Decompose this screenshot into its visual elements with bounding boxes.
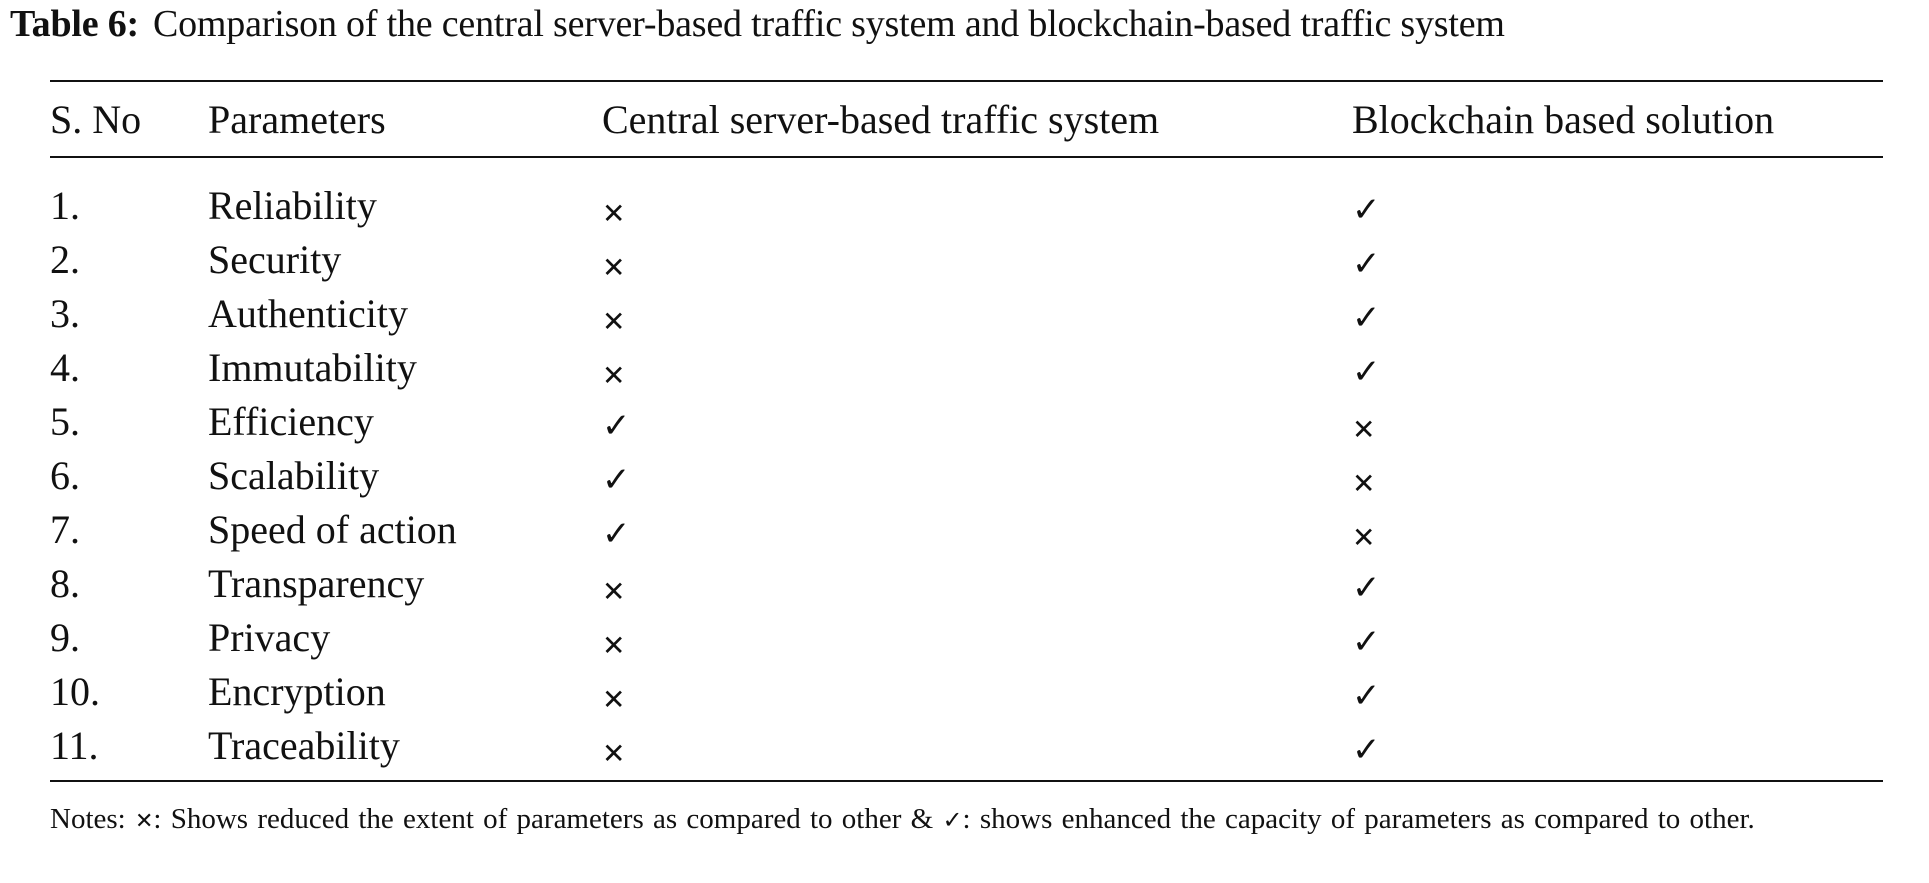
cross-icon: ✕: [1352, 520, 1376, 554]
cell-central-mark: ✕: [602, 340, 1352, 394]
table-row: 10. Encryption ✕ ✓: [50, 664, 1883, 718]
cross-icon: ✕: [602, 196, 626, 230]
cell-central-mark: ✕: [602, 286, 1352, 340]
table-row: 6. Scalability ✓ ✕: [50, 448, 1883, 502]
table-row: 9. Privacy ✕ ✓: [50, 610, 1883, 664]
cell-parameter: Traceability: [208, 718, 602, 782]
cell-blockchain-mark: ✓: [1352, 286, 1883, 340]
header-row: S. No Parameters Central server-based tr…: [50, 81, 1883, 157]
check-icon: ✓: [602, 459, 631, 500]
cell-parameter: Authenticity: [208, 290, 408, 336]
cell-central-mark: ✕: [602, 664, 1352, 718]
check-icon: ✓: [1352, 567, 1381, 608]
cell-parameter: Privacy: [208, 614, 331, 660]
notes-prefix: Notes:: [50, 803, 126, 835]
caption-text: Comparison of the central server-based t…: [152, 3, 1505, 45]
check-icon: ✓: [602, 513, 631, 554]
cross-icon: ✕: [602, 574, 626, 608]
check-icon: ✓: [602, 405, 631, 446]
cell-blockchain-mark: ✕: [1352, 448, 1883, 502]
cell-blockchain-mark: ✓: [1352, 610, 1883, 664]
cell-central-mark: ✓: [602, 448, 1352, 502]
cell-sno: 5.: [50, 398, 80, 444]
cell-blockchain-mark: ✓: [1352, 232, 1883, 286]
cell-blockchain-mark: ✓: [1352, 178, 1883, 232]
cell-central-mark: ✕: [602, 232, 1352, 286]
cross-icon: ✕: [602, 358, 626, 392]
cell-blockchain-mark: ✕: [1352, 502, 1883, 556]
table-spacer: [50, 157, 1883, 178]
comparison-table-container: S. No Parameters Central server-based tr…: [50, 80, 1883, 782]
table-body: 1. Reliability ✕ ✓ 2. Security ✕ ✓ 3. Authenticit…: [50, 157, 1883, 782]
cross-icon: ✕: [1352, 466, 1376, 500]
notes-check-text: : shows enhanced the capacity of paramet…: [962, 803, 1755, 835]
header-blockchain: Blockchain based solution: [1352, 96, 1775, 142]
cell-sno: 10.: [50, 668, 100, 714]
cell-parameter: Transparency: [208, 560, 425, 606]
table-row: 7. Speed of action ✓ ✕: [50, 502, 1883, 556]
table-row: 3. Authenticity ✕ ✓: [50, 286, 1883, 340]
table-caption: Table 6: Comparison of the central server…: [10, 2, 1925, 46]
check-icon: ✓: [1352, 621, 1381, 662]
table-header: S. No Parameters Central server-based tr…: [50, 81, 1883, 157]
cell-sno: 9.: [50, 614, 80, 660]
cross-icon: ✕: [602, 736, 626, 770]
cell-parameter: Immutability: [208, 344, 417, 390]
header-central-server: Central server-based traffic system: [602, 96, 1160, 142]
cell-sno: 2.: [50, 236, 80, 282]
cell-parameter: Reliability: [208, 182, 377, 228]
table-row: 4. Immutability ✕ ✓: [50, 340, 1883, 394]
cell-blockchain-mark: ✓: [1352, 718, 1883, 782]
cross-icon: ✕: [602, 250, 626, 284]
cell-parameter: Scalability: [208, 452, 380, 498]
cell-sno: 7.: [50, 506, 80, 552]
cross-icon: ✕: [602, 682, 626, 716]
check-icon: ✓: [1352, 351, 1381, 392]
table-row: 8. Transparency ✕ ✓: [50, 556, 1883, 610]
comparison-table: S. No Parameters Central server-based tr…: [50, 80, 1883, 782]
cross-icon: ✕: [1352, 412, 1376, 446]
cross-icon: ✕: [602, 304, 626, 338]
table-row: 5. Efficiency ✓ ✕: [50, 394, 1883, 448]
cell-central-mark: ✕: [602, 178, 1352, 232]
cross-icon: ✕: [134, 809, 154, 834]
cell-central-mark: ✓: [602, 502, 1352, 556]
cell-sno: 11.: [50, 718, 208, 782]
cell-blockchain-mark: ✕: [1352, 394, 1883, 448]
cell-parameter: Security: [208, 236, 342, 282]
cell-central-mark: ✕: [602, 718, 1352, 782]
cell-parameter: Encryption: [208, 668, 386, 714]
cell-parameter: Speed of action: [208, 506, 457, 552]
cell-blockchain-mark: ✓: [1352, 340, 1883, 394]
cell-blockchain-mark: ✓: [1352, 664, 1883, 718]
table-row: 1. Reliability ✕ ✓: [50, 178, 1883, 232]
cell-sno: 3.: [50, 290, 80, 336]
cell-sno: 8.: [50, 560, 80, 606]
header-parameters: Parameters: [208, 96, 386, 142]
cell-central-mark: ✕: [602, 556, 1352, 610]
check-icon: ✓: [942, 806, 963, 834]
check-icon: ✓: [1352, 297, 1381, 338]
cell-blockchain-mark: ✓: [1352, 556, 1883, 610]
header-sno: S. No: [50, 96, 142, 142]
cell-parameter: Efficiency: [208, 398, 374, 444]
cell-sno: 4.: [50, 344, 80, 390]
cell-central-mark: ✓: [602, 394, 1352, 448]
check-icon: ✓: [1352, 729, 1381, 770]
table-row: 11.Traceability✕ ✓: [50, 718, 1883, 782]
caption-label: Table 6:: [10, 3, 139, 45]
check-icon: ✓: [1352, 675, 1381, 716]
cross-icon: ✕: [602, 628, 626, 662]
check-icon: ✓: [1352, 243, 1381, 284]
cell-central-mark: ✕: [602, 610, 1352, 664]
notes-cross-text: : Shows reduced the extent of parameters…: [153, 803, 934, 835]
cell-sno: 1.: [50, 182, 80, 228]
table-row: 2. Security ✕ ✓: [50, 232, 1883, 286]
table-notes: Notes: ✕: Shows reduced the extent of pa…: [50, 798, 1883, 843]
cell-sno: 6.: [50, 452, 80, 498]
check-icon: ✓: [1352, 189, 1381, 230]
